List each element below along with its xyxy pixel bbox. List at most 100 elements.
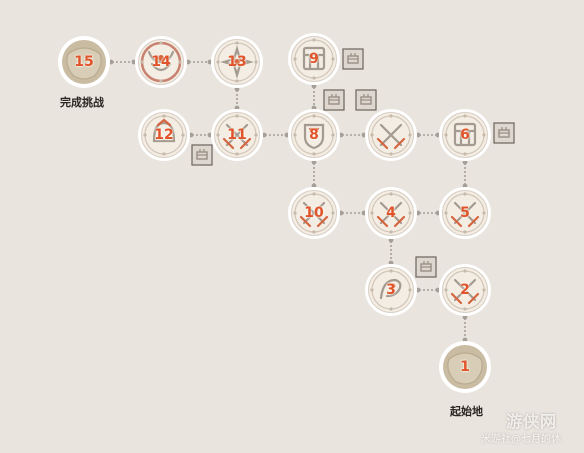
gate-icon [453, 122, 477, 147]
rim-stud [331, 211, 335, 215]
map-node-14[interactable] [135, 36, 187, 88]
rim-stud [312, 38, 316, 42]
rim-stud [389, 192, 393, 196]
rim-stud [463, 152, 467, 156]
chest-marker[interactable] [191, 144, 213, 166]
rim-stud [389, 114, 393, 118]
portal-icon [447, 352, 483, 385]
rim-stud [463, 230, 467, 234]
shield-icon [303, 123, 325, 150]
compass-star-icon [220, 45, 254, 79]
rim-stud [293, 211, 297, 215]
rim-stud [482, 288, 486, 292]
map-node-11[interactable] [211, 109, 263, 161]
rim-stud [235, 79, 239, 83]
map-node-4[interactable] [365, 187, 417, 239]
rim-stud [312, 152, 316, 156]
map-node-6[interactable] [439, 109, 491, 161]
rim-stud [389, 269, 393, 273]
rim-stud [370, 288, 374, 292]
chest-marker[interactable] [342, 48, 364, 70]
chest-icon [196, 149, 208, 160]
crossed-swords-icon [450, 201, 480, 228]
rim-stud [143, 133, 147, 137]
map-node-5[interactable] [439, 187, 491, 239]
rim-stud [235, 41, 239, 45]
chest-marker[interactable] [493, 122, 515, 144]
crossed-swords-icon [450, 278, 480, 305]
rim-stud [331, 57, 335, 61]
map-node-2[interactable] [439, 264, 491, 316]
rim-stud [331, 133, 335, 137]
rim-stud [389, 230, 393, 234]
rim-stud [159, 41, 163, 45]
rim-stud [482, 133, 486, 137]
rim-stud [254, 133, 258, 137]
rim-stud [312, 76, 316, 80]
finish-label: 完成挑战 [60, 96, 104, 109]
chest-marker[interactable] [355, 89, 377, 111]
chest-icon [347, 53, 359, 64]
map-node-7[interactable] [365, 109, 417, 161]
map-node-10[interactable] [288, 187, 340, 239]
rim-stud [444, 133, 448, 137]
map-node-3[interactable] [365, 264, 417, 316]
rim-stud [463, 269, 467, 273]
node-face [368, 267, 414, 313]
crossed-swords-icon [222, 123, 252, 150]
helmet-icon [152, 118, 176, 143]
rim-stud [216, 133, 220, 137]
map-node-1[interactable] [439, 341, 491, 393]
rim-stud [463, 192, 467, 196]
rim-stud [389, 307, 393, 311]
rim-stud [162, 114, 166, 118]
rim-stud [235, 114, 239, 118]
rim-stud [178, 60, 182, 64]
map-node-9[interactable] [288, 33, 340, 85]
node-face [291, 36, 337, 82]
rim-stud [408, 211, 412, 215]
rim-stud [444, 211, 448, 215]
map-node-13[interactable] [211, 36, 263, 88]
rim-stud [181, 133, 185, 137]
rim-stud [312, 192, 316, 196]
watermark-logo: 游侠网 [506, 412, 558, 431]
node-face [291, 112, 337, 158]
rim-stud [408, 133, 412, 137]
rim-stud [216, 60, 220, 64]
chest-icon [328, 94, 340, 105]
rim-stud [370, 133, 374, 137]
rim-stud [312, 230, 316, 234]
start-label: 起始地 [450, 405, 483, 418]
rim-stud [463, 114, 467, 118]
chest-markers [191, 48, 515, 278]
rim-stud [312, 114, 316, 118]
watermark-text: 米游社@七月的休 [481, 434, 561, 445]
horned-mask-icon [147, 50, 175, 72]
bird-icon [379, 278, 402, 300]
rim-stud [254, 60, 258, 64]
chest-icon [498, 127, 510, 138]
rim-stud [140, 60, 144, 64]
rim-stud [162, 152, 166, 156]
map-node-8[interactable] [288, 109, 340, 161]
crossed-swords-icon [299, 201, 329, 228]
portal-icon [66, 47, 102, 80]
rim-stud [408, 288, 412, 292]
rim-stud [159, 79, 163, 83]
crossed-swords-icon [376, 123, 406, 150]
rim-stud [293, 57, 297, 61]
chest-marker[interactable] [415, 256, 437, 278]
rim-stud [370, 211, 374, 215]
rim-stud [463, 307, 467, 311]
chest-icon [360, 94, 372, 105]
node-face [141, 112, 187, 158]
map-node-12[interactable] [138, 109, 190, 161]
rim-stud [293, 133, 297, 137]
rim-stud [235, 152, 239, 156]
node-face [442, 112, 488, 158]
chest-marker[interactable] [323, 89, 345, 111]
route-nodes [58, 33, 491, 393]
rim-stud [444, 288, 448, 292]
map-node-15[interactable] [58, 36, 110, 88]
